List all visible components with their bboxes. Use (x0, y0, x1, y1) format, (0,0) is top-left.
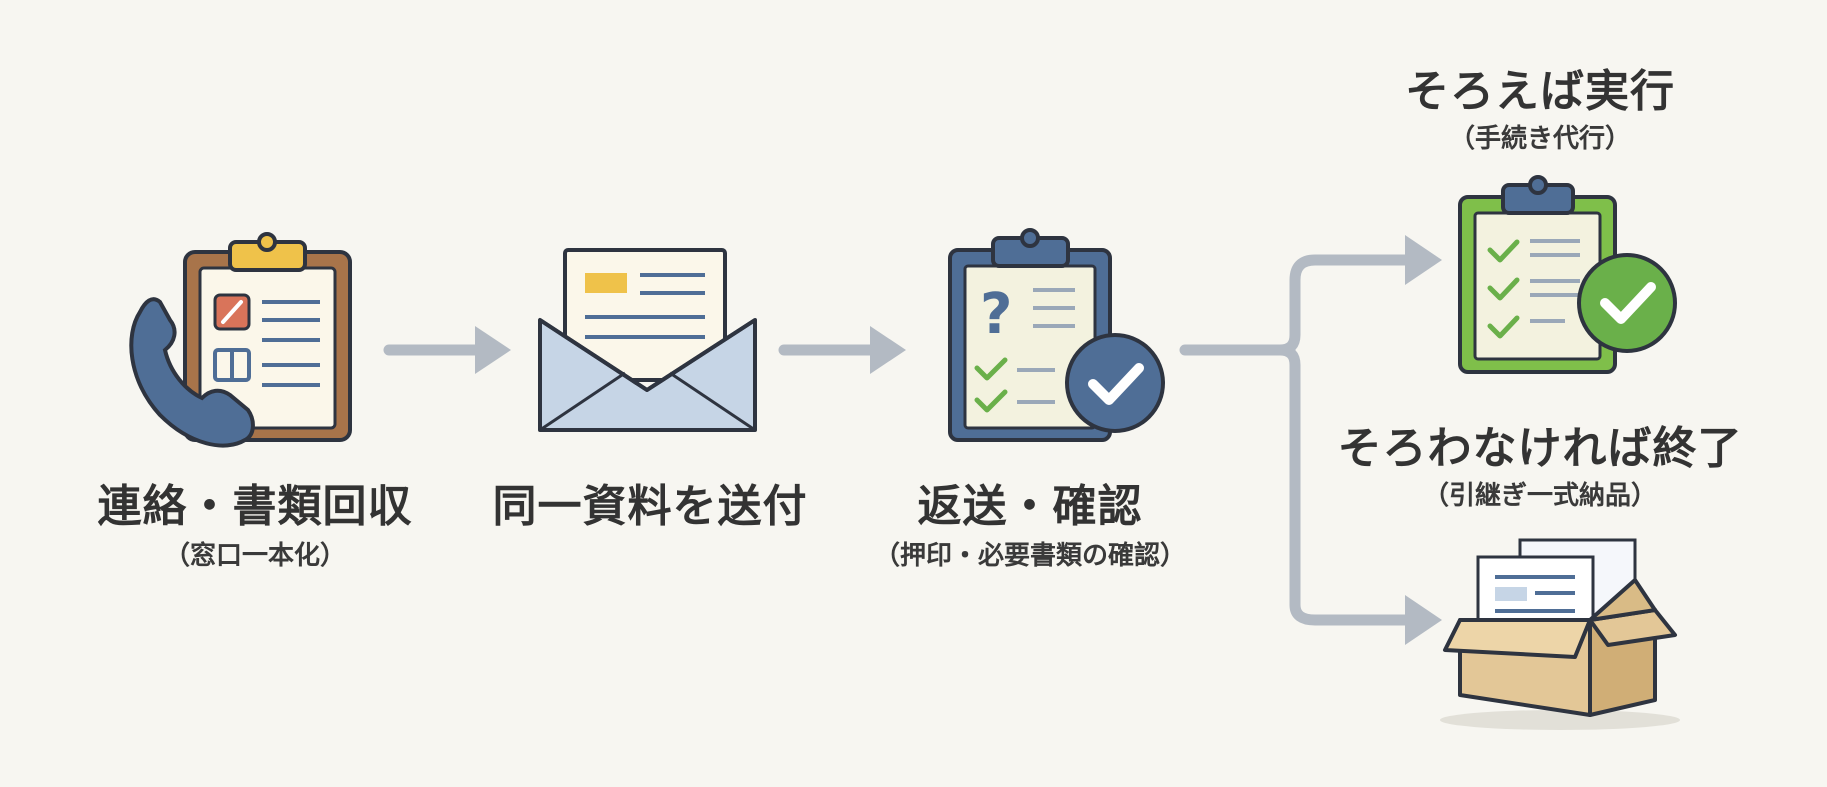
clipboard-question-check-icon: ? (948, 228, 1165, 442)
step-1-title: 連絡・書類回収 (97, 481, 413, 532)
step-2-title: 同一資料を送付 (492, 481, 808, 532)
clipboard-complete-check-icon (1458, 175, 1677, 374)
success-branch-title: そろえば実行 (1405, 66, 1675, 117)
flow-arrow (778, 326, 906, 374)
branch-arrow (1179, 235, 1442, 645)
failure-branch-subtitle: （引継ぎ一式納品） (1422, 481, 1657, 511)
open-envelope-icon (538, 248, 757, 432)
step-3-subtitle: （押印・必要書類の確認） (873, 541, 1186, 571)
step-1-subtitle: （窓口一本化） (163, 541, 346, 571)
failure-branch-title: そろわなければ終了 (1337, 423, 1743, 474)
svg-text:?: ? (980, 282, 1012, 347)
flow-arrow (383, 326, 511, 374)
success-branch-subtitle: （手続き代行） (1448, 124, 1631, 154)
step-3-title: 返送・確認 (917, 481, 1143, 532)
box-documents-icon (1440, 538, 1680, 730)
clipboard-phone-icon (129, 232, 352, 448)
